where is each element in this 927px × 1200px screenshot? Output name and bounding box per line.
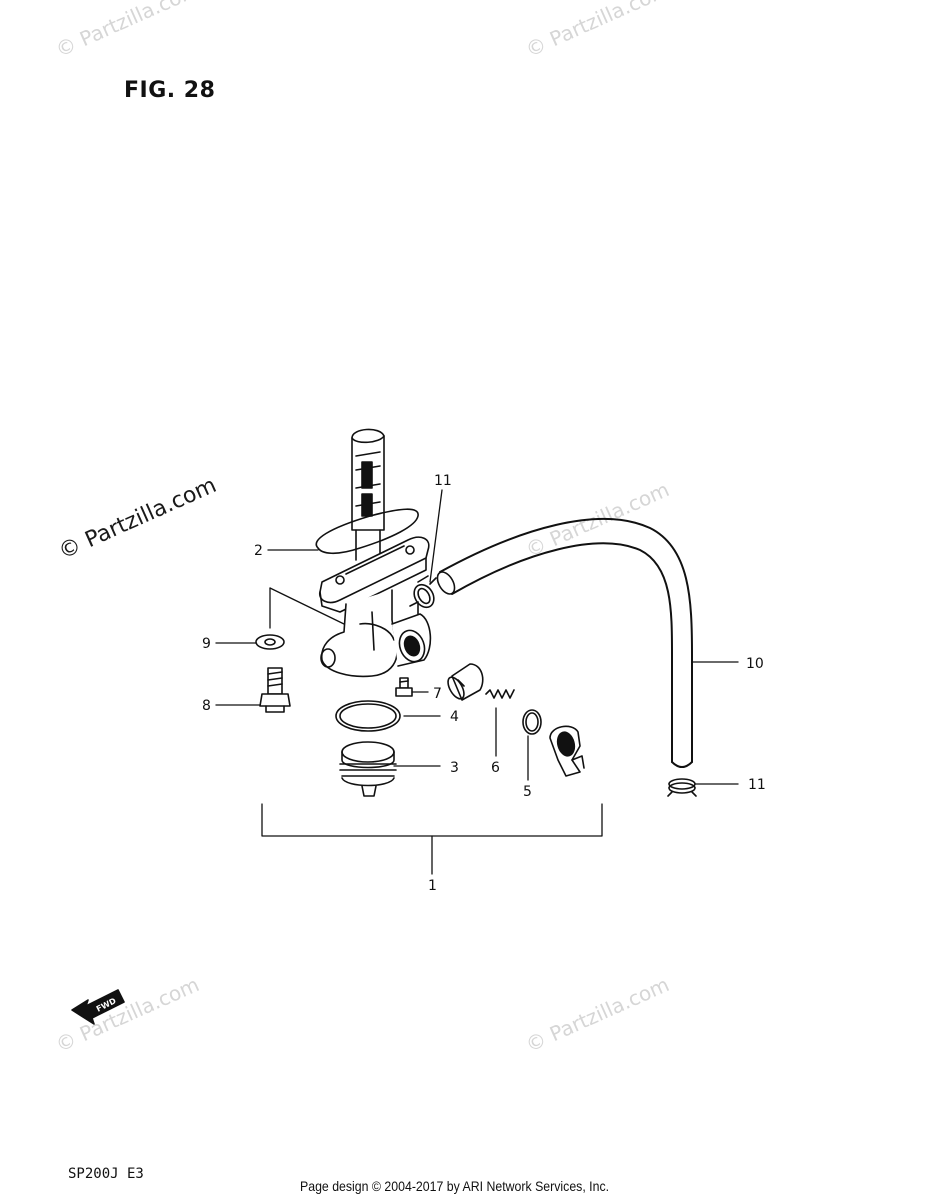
drain-screw [395, 677, 413, 697]
callout-5: 5 [523, 784, 532, 800]
footer-credit: Page design © 2004-2017 by ARI Network S… [300, 1178, 610, 1194]
fuel-cock-body [320, 589, 432, 678]
bolt [259, 667, 291, 713]
callout-2: 2 [254, 543, 263, 559]
fuel-cock-lever [351, 428, 385, 561]
valve-piece [447, 663, 484, 701]
o-ring-small [522, 709, 542, 735]
figure-title: FIG. 28 [124, 78, 216, 103]
gasket [335, 700, 401, 732]
callout-6: 6 [491, 760, 500, 776]
fuel-cock-plate [318, 536, 430, 613]
model-code: SP200J E3 [68, 1166, 144, 1182]
outlet-fitting [549, 725, 585, 777]
callout-3: 3 [450, 760, 459, 776]
hose-clip-upper [413, 575, 437, 609]
callout-1: 1 [428, 878, 437, 894]
o-ring-plate [315, 508, 419, 555]
hose-clip-lower [667, 778, 697, 797]
leader-lines [215, 489, 739, 875]
forward-arrow-icon: FWD [71, 989, 125, 1025]
callout-10: 10 [746, 656, 764, 672]
callout-7: 7 [433, 686, 442, 702]
callout-11-upper: 11 [434, 473, 452, 489]
washer [255, 634, 285, 650]
fuel-hose [436, 517, 693, 768]
callout-8: 8 [202, 698, 211, 714]
spring [485, 689, 515, 699]
filter-cup [339, 741, 397, 797]
callout-4: 4 [450, 709, 459, 725]
callout-9: 9 [202, 636, 211, 652]
callout-11-lower: 11 [748, 777, 766, 793]
